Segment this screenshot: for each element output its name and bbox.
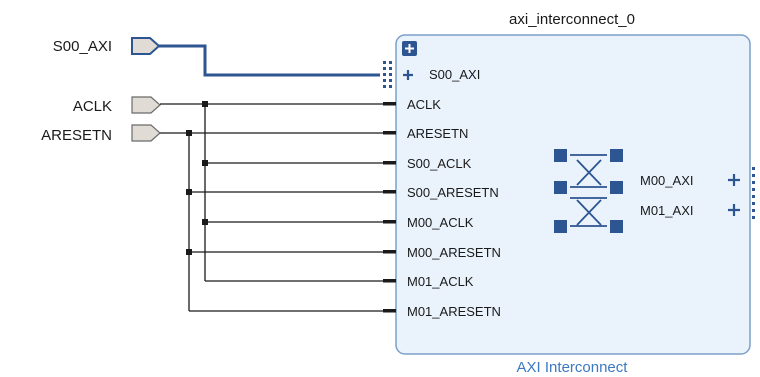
plus-icon[interactable] [728,204,740,216]
m00-axi-pin-label: M00_AXI [640,173,693,188]
pin-label-aresetn: ARESETN [407,126,468,141]
pin-m01-aclk[interactable]: M01_ACLK [383,274,474,289]
instance-name: axi_interconnect_0 [509,11,635,28]
m01-axi-pin-label: M01_AXI [640,203,693,218]
external-port-s00-axi[interactable]: S00_AXI [53,37,161,55]
ip-name: AXI Interconnect [517,359,629,376]
external-port-label: ACLK [73,98,112,115]
net-aresetn[interactable] [160,132,383,312]
net-junctions [186,101,208,255]
reset-port-icon[interactable] [131,124,161,142]
pin-stub[interactable] [383,220,396,224]
pin-m00-aresetn[interactable]: M00_ARESETN [383,245,501,260]
pin-label-m00-aresetn: M00_ARESETN [407,245,501,260]
plus-icon[interactable] [728,174,740,186]
plus-icon[interactable] [403,70,413,80]
slave-interface-s00-axi[interactable]: S00_AXI [383,61,480,88]
s00-axi-handle[interactable] [383,61,392,88]
pin-label-m01-aclk: M01_ACLK [407,274,474,289]
pin-m01-aresetn[interactable]: M01_ARESETN [383,304,501,319]
crossbar-icon [554,149,623,233]
s00-axi-pin-label: S00_AXI [429,67,480,82]
external-port-label: S00_AXI [53,38,112,55]
master-interface-m01-axi[interactable]: M01_AXI [640,203,740,218]
pin-s00-aresetn[interactable]: S00_ARESETN [383,185,499,200]
pin-label-aclk: ACLK [407,97,441,112]
pin-stub[interactable] [383,250,396,254]
master-interfaces-handle[interactable] [752,167,755,219]
external-port-aclk[interactable]: ACLK [73,96,161,115]
pin-stub[interactable] [383,161,396,165]
pin-label-s00-aclk: S00_ACLK [407,156,472,171]
external-port-aresetn[interactable]: ARESETN [41,124,161,144]
pin-label-m01-aresetn: M01_ARESETN [407,304,501,319]
master-interface-m00-axi[interactable]: M00_AXI [640,173,740,188]
pin-stub[interactable] [383,190,396,194]
clock-port-icon[interactable] [131,96,161,114]
pin-label-s00-aresetn: S00_ARESETN [407,185,499,200]
pin-label-m00-aclk: M00_ACLK [407,215,474,230]
bus-interface-port-icon[interactable] [131,37,161,55]
pin-stub[interactable] [383,102,396,106]
pin-stub[interactable] [383,309,396,313]
block-body[interactable] [395,34,751,355]
net-s00-axi[interactable] [159,44,380,77]
input-pin-list: ACLK ARESETN S00_ACLK S00_ARESETN M00_AC… [383,97,501,319]
pin-aclk[interactable]: ACLK [383,97,441,112]
pin-stub[interactable] [383,131,396,135]
axi-interconnect-block[interactable] [395,34,751,355]
pin-aresetn[interactable]: ARESETN [383,126,468,141]
pin-stub[interactable] [383,279,396,283]
expand-plus-icon[interactable] [402,41,417,56]
pin-s00-aclk[interactable]: S00_ACLK [383,156,472,171]
pin-m00-aclk[interactable]: M00_ACLK [383,215,474,230]
external-port-label: ARESETN [41,127,112,144]
